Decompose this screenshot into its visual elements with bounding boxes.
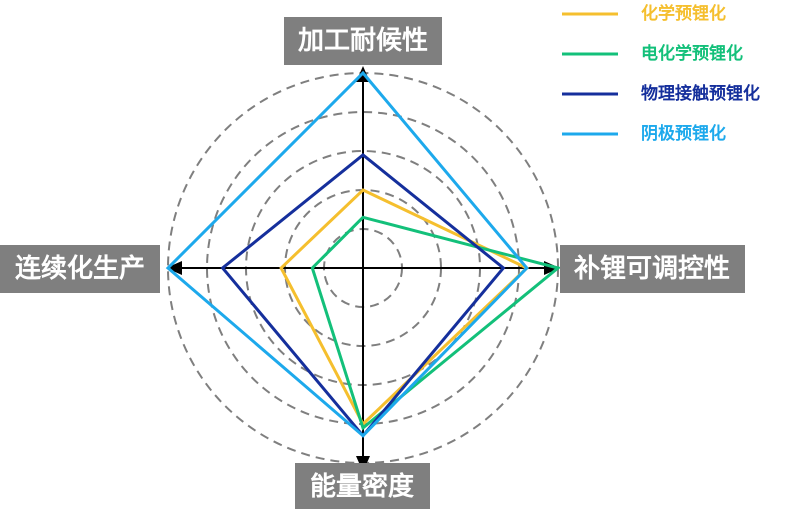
axis-label-box (560, 245, 745, 293)
legend-label: 电化学预锂化 (641, 43, 743, 64)
axis-label: 连续化生产 (15, 253, 145, 284)
legend-label: 阴极预锂化 (641, 123, 726, 144)
series-polygon-2 (310, 215, 562, 431)
legend-label: 化学预锂化 (641, 3, 726, 24)
series-polygon-4 (165, 70, 529, 438)
axis-label-box (284, 17, 442, 65)
legend-label: 物理接触预锂化 (641, 83, 760, 104)
axis-label-box (295, 463, 430, 509)
radar-series (165, 70, 562, 439)
arrow-left-icon (166, 261, 182, 275)
axis-label: 加工耐候性 (298, 26, 428, 56)
axis-label: 能量密度 (310, 471, 414, 502)
axis-label: 补锂可调控性 (574, 254, 730, 284)
axis-label-box (0, 245, 160, 293)
